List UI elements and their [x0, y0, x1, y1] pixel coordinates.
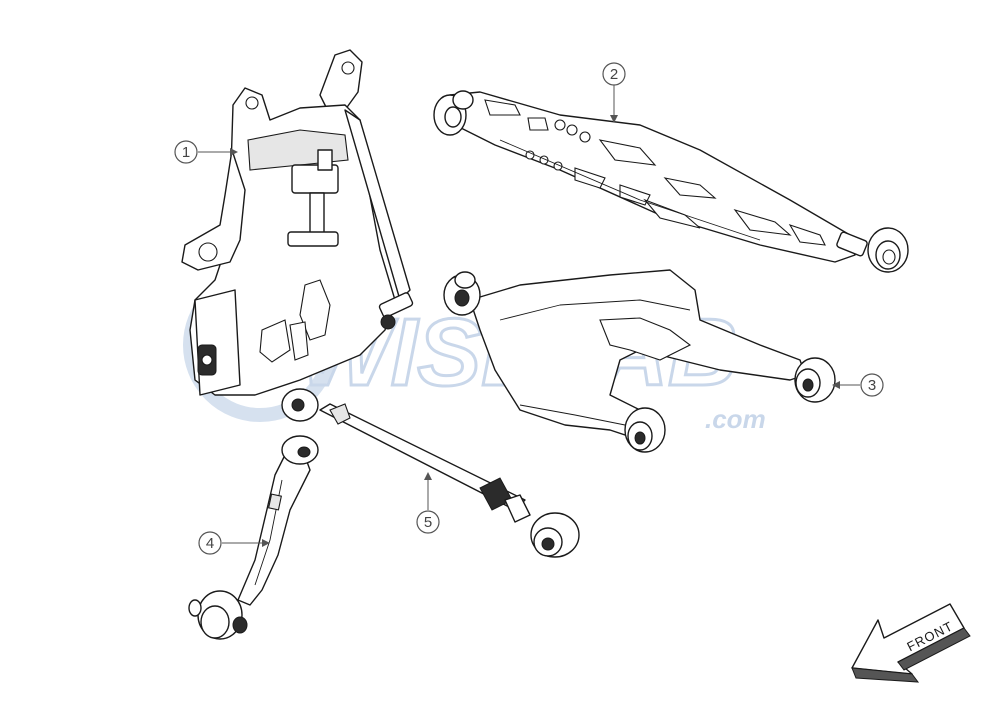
part-4-toe-link	[188, 435, 319, 640]
callout-4-label: 4	[206, 535, 214, 552]
callout-1-label: 1	[182, 144, 190, 161]
callout-2: 2	[602, 62, 626, 123]
callout-3-label: 3	[868, 377, 876, 394]
part-3-wishbone	[443, 269, 836, 453]
front-direction-arrow-icon: FRONT	[851, 603, 971, 683]
part-1-knuckle	[181, 49, 414, 396]
callout-5: 5	[416, 472, 440, 534]
callout-1: 1	[174, 140, 238, 164]
callout-4: 4	[198, 531, 270, 555]
watermark-domain: .com	[705, 404, 766, 434]
part-5-adjustable-rod	[281, 388, 580, 558]
callout-5-label: 5	[424, 514, 432, 531]
callout-3: 3	[832, 373, 884, 397]
callout-2-label: 2	[610, 66, 618, 83]
part-2-control-arm	[433, 90, 909, 273]
